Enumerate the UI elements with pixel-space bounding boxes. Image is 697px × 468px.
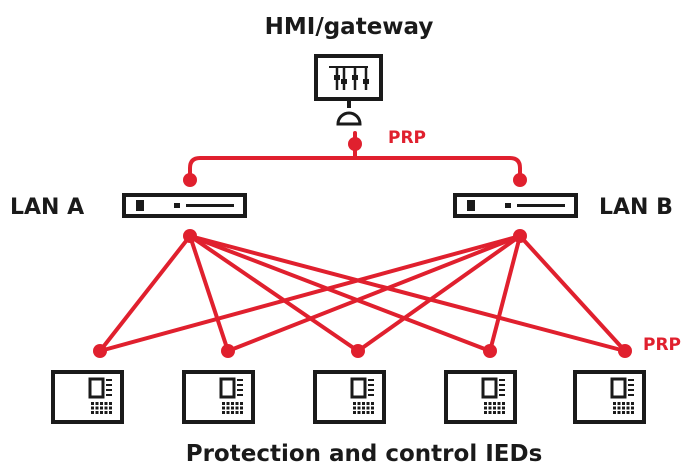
ied-row bbox=[51, 370, 646, 424]
ied-connection-dot bbox=[221, 344, 235, 358]
lan-a-ied-link bbox=[188, 234, 360, 353]
prp-bottom-label: PRP bbox=[643, 335, 681, 355]
ied-device-icon bbox=[51, 370, 124, 424]
ied-connection-dot bbox=[93, 344, 107, 358]
lan-b-top-dot bbox=[513, 173, 527, 187]
lan-a-bottom-dot bbox=[183, 229, 197, 243]
hmi-gateway-title: HMI/gateway bbox=[265, 14, 434, 40]
lan-b-bottom-dot bbox=[513, 229, 527, 243]
prp-link-to-lans bbox=[188, 156, 522, 182]
prp-top-label: PRP bbox=[388, 128, 426, 148]
lan-b-ied-link bbox=[98, 234, 522, 353]
ied-device-icon bbox=[313, 370, 386, 424]
lan-b-ied-link bbox=[356, 234, 522, 353]
lan-a-ied-link bbox=[188, 234, 230, 353]
lan-b-label: LAN B bbox=[599, 195, 673, 220]
hmi-connection-dot bbox=[348, 137, 362, 151]
hmi-monitor-icon bbox=[314, 54, 383, 126]
lan-to-ied-links bbox=[98, 234, 627, 353]
ied-device-icon bbox=[444, 370, 517, 424]
ied-group-label: Protection and control IEDs bbox=[186, 441, 543, 467]
lan-a-ied-link bbox=[98, 234, 192, 353]
lan-a-ied-link bbox=[188, 234, 492, 353]
ied-connection-dot bbox=[351, 344, 365, 358]
lan-a-top-dot bbox=[183, 173, 197, 187]
lan-b-ied-link bbox=[518, 234, 627, 353]
lan-b-ied-link bbox=[488, 234, 522, 353]
lan-a-switch-icon bbox=[122, 193, 247, 218]
ied-device-icon bbox=[182, 370, 255, 424]
ied-connection-dot bbox=[618, 344, 632, 358]
ied-device-icon bbox=[573, 370, 646, 424]
ied-connection-dot bbox=[483, 344, 497, 358]
lan-a-ied-link bbox=[188, 234, 627, 353]
lan-b-switch-icon bbox=[453, 193, 578, 218]
ied-connection-dots bbox=[93, 344, 632, 358]
lan-a-label: LAN A bbox=[10, 195, 84, 220]
lan-b-ied-link bbox=[226, 234, 522, 353]
